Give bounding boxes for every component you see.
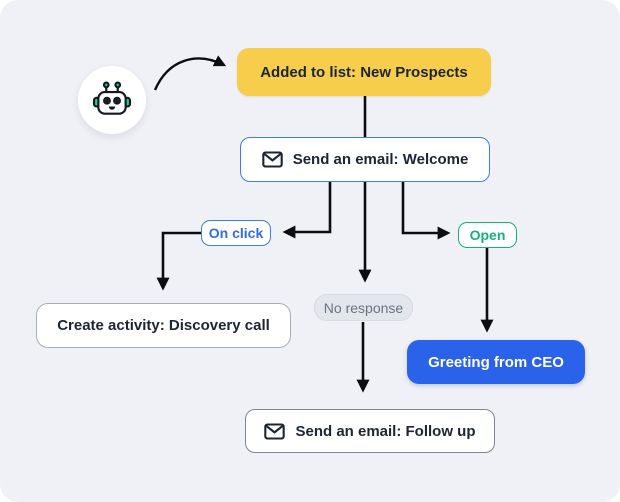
create-activity-node[interactable]: Create activity: Discovery call xyxy=(36,303,291,348)
create-activity-label: Create activity: Discovery call xyxy=(57,317,270,334)
robot-avatar xyxy=(78,66,146,134)
trigger-node[interactable]: Added to list: New Prospects xyxy=(237,48,491,96)
robot-icon xyxy=(92,81,132,115)
branch-on-click-pill[interactable]: On click xyxy=(201,220,271,246)
email-followup-node[interactable]: Send an email: Follow up xyxy=(245,409,495,453)
on-click-label: On click xyxy=(208,225,264,241)
branch-open-pill[interactable]: Open xyxy=(458,222,517,248)
email-welcome-label: Send an email: Welcome xyxy=(292,151,469,168)
no-response-label: No response xyxy=(323,299,404,316)
branch-no-response-pill[interactable]: No response xyxy=(314,294,413,321)
envelope-icon xyxy=(264,422,286,440)
trigger-label: Added to list: New Prospects xyxy=(260,63,468,81)
greeting-ceo-label: Greeting from CEO xyxy=(428,353,564,371)
greeting-ceo-node[interactable]: Greeting from CEO xyxy=(407,340,585,384)
email-welcome-node[interactable]: Send an email: Welcome xyxy=(240,137,490,182)
open-label: Open xyxy=(469,227,506,243)
envelope-icon xyxy=(261,151,283,168)
email-followup-label: Send an email: Follow up xyxy=(295,422,476,440)
